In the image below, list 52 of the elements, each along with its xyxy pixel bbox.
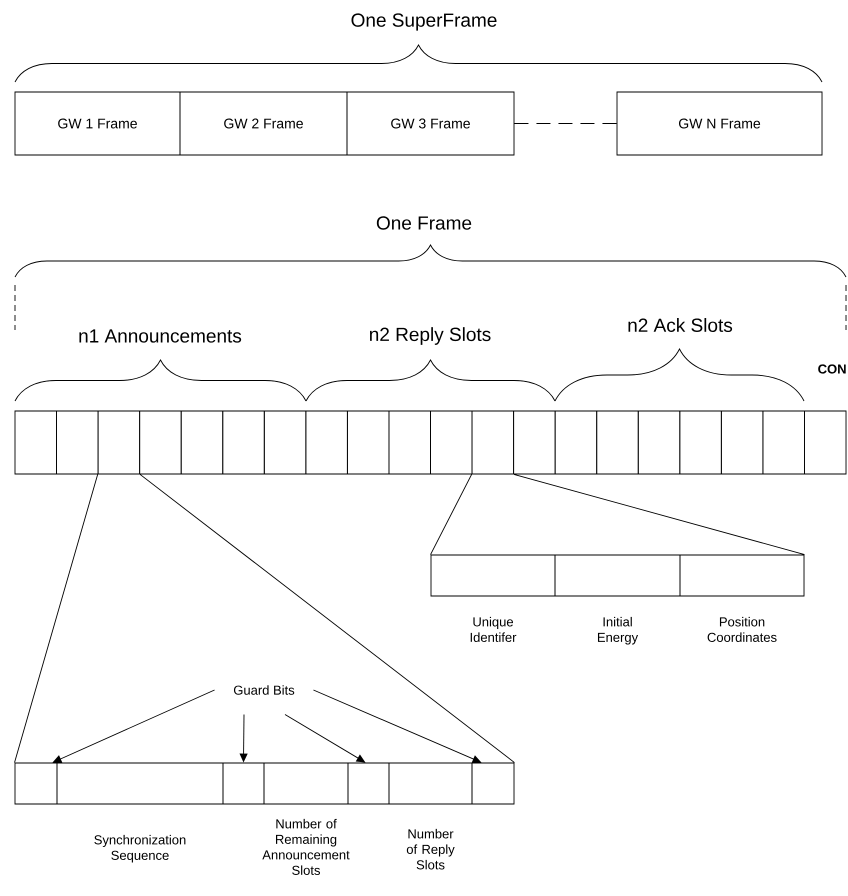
slot-box (14, 762, 58, 804)
slot-box (305, 410, 348, 474)
slot-box (680, 554, 804, 596)
slot-box (388, 410, 431, 474)
dashed-line (514, 123, 617, 124)
slot-box (180, 410, 224, 474)
slot-box (222, 762, 264, 804)
field-label: Synchronization Sequence (94, 834, 186, 863)
slot-box (596, 410, 639, 474)
frame-box: GW 2 Frame (180, 92, 348, 156)
slot-box (264, 410, 306, 474)
slot-box (679, 410, 722, 474)
heading-label: n2 Ack Slots (628, 318, 732, 332)
slot-box (346, 410, 390, 474)
connector-line (514, 474, 805, 555)
heading-label: CON (818, 364, 846, 374)
heading-label: One Frame (376, 216, 472, 230)
frame-box: GW N Frame (616, 92, 822, 156)
field-label: Number of Reply Slots (406, 828, 455, 870)
heading-label: n2 Reply Slots (370, 327, 491, 345)
guard-bits-label: Guard Bits (234, 685, 294, 695)
slot-box (388, 762, 472, 804)
slot-box (554, 410, 598, 474)
slot-box (56, 762, 224, 804)
slot-box (222, 410, 265, 474)
slot-box (472, 410, 514, 474)
slot-box (513, 410, 556, 474)
slot-box (554, 554, 680, 596)
field-label: Number of Remaining Announcement Slots (262, 818, 350, 875)
slot-box (348, 762, 390, 804)
slot-box (762, 410, 805, 474)
slot-box (139, 410, 182, 474)
slot-box (472, 762, 514, 804)
slot-box (14, 410, 57, 474)
slot-box (720, 410, 764, 474)
slot-box (430, 554, 556, 596)
heading-label: One SuperFrame (352, 13, 497, 31)
slot-box (264, 762, 348, 804)
slot-box (56, 410, 99, 474)
field-label: Position Coordinates (708, 616, 777, 642)
field-label: Unique Identifer (470, 616, 516, 642)
field-label: Initial Energy (598, 616, 638, 645)
frame-box: GW 3 Frame (346, 92, 514, 156)
slot-box (638, 410, 680, 474)
slot-box (804, 410, 846, 474)
connector-line (140, 474, 515, 763)
connector-line (14, 474, 98, 763)
frame-box: GW 1 Frame (14, 92, 180, 156)
connector-line (430, 474, 472, 555)
heading-label: n1 Announcements (79, 329, 242, 343)
slot-box (98, 410, 140, 474)
slot-box (430, 410, 472, 474)
